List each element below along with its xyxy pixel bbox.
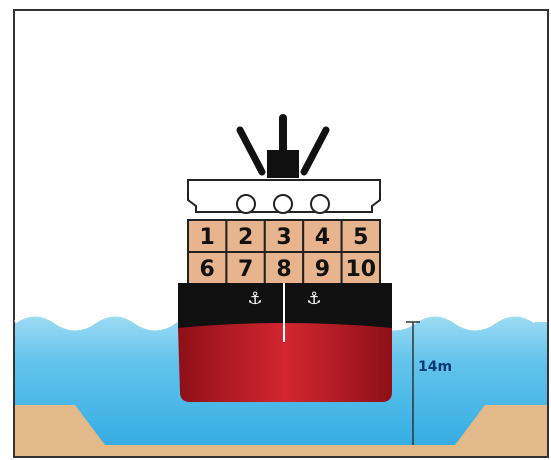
depth-label: 14m <box>418 359 452 375</box>
container-label: 6 <box>200 257 215 282</box>
svg-text:⚓: ⚓ <box>247 289 262 309</box>
container-label: 10 <box>345 257 376 282</box>
svg-text:⚓: ⚓ <box>306 289 321 309</box>
anchor-icon: ⚓ <box>306 289 321 309</box>
container-label: 1 <box>200 225 215 250</box>
container-label: 4 <box>315 225 330 250</box>
portholes <box>237 195 329 213</box>
container-label: 9 <box>315 257 330 282</box>
container-label: 2 <box>238 225 253 250</box>
container-label: 7 <box>238 257 253 282</box>
funnel <box>267 150 299 178</box>
container-label: 3 <box>276 225 291 250</box>
container-label: 8 <box>276 257 291 282</box>
anchor-icon: ⚓ <box>247 289 262 309</box>
container-label: 5 <box>353 225 368 250</box>
